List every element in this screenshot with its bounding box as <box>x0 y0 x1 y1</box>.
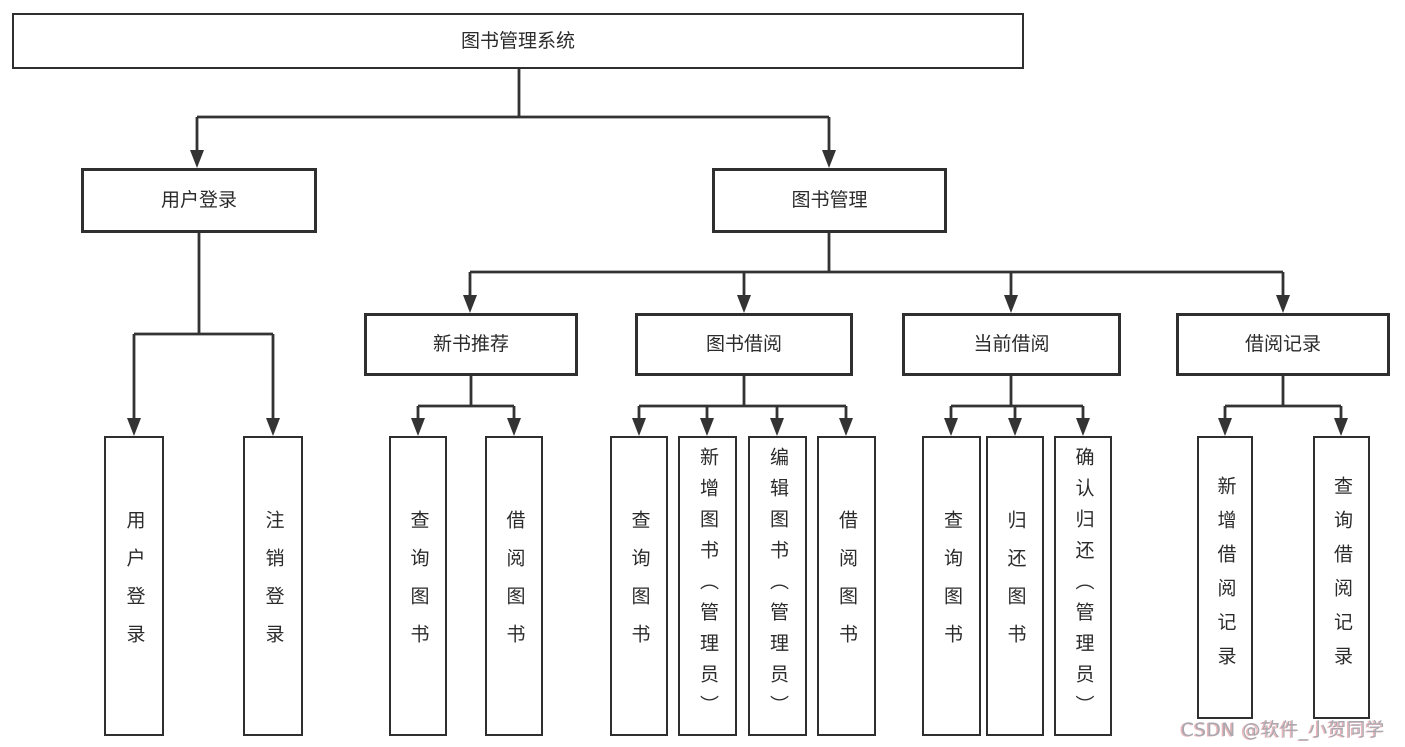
node-book-borrowing: 图书借阅 <box>635 313 853 376</box>
node-book-management-label: 图书管理 <box>791 189 868 211</box>
leaf-user-login-label: 用户登录 <box>123 510 146 662</box>
leaf-logout: 注销登录 <box>243 436 303 736</box>
node-borrowing-records: 借阅记录 <box>1176 313 1390 376</box>
leaf-edit-books-admin-label: 编辑图书（管理员） <box>767 446 789 726</box>
leaf-query-borrow-record: 查询借阅记录 <box>1313 436 1370 719</box>
node-current-borrowing-label: 当前借阅 <box>973 333 1050 355</box>
node-library-management-system: 图书管理系统 <box>12 13 1024 69</box>
node-new-book-recommend-label: 新书推荐 <box>432 333 509 355</box>
leaf-borrow-books: 借阅图书 <box>817 436 876 736</box>
leaf-add-borrow-record-label: 新增借阅记录 <box>1214 475 1237 680</box>
node-current-borrowing: 当前借阅 <box>902 313 1121 376</box>
leaf-borrow-query-books-label: 查询图书 <box>628 510 651 662</box>
leaf-borrow-books-label: 借阅图书 <box>836 510 858 662</box>
leaf-logout-label: 注销登录 <box>262 510 285 662</box>
leaf-borrow-query-books: 查询图书 <box>610 436 668 736</box>
connector-borrow-record-to-leaves <box>1218 376 1348 436</box>
leaf-add-borrow-record: 新增借阅记录 <box>1197 436 1253 719</box>
node-user-login: 用户登录 <box>81 168 317 233</box>
node-library-management-system-label: 图书管理系统 <box>460 29 575 52</box>
connector-new-book-rec-to-leaves <box>411 376 521 436</box>
leaf-recommend-query-books-label: 查询图书 <box>407 510 430 662</box>
leaf-confirm-return-admin: 确认归还（管理员） <box>1054 436 1112 736</box>
leaf-confirm-return-admin-label: 确认归还（管理员） <box>1072 446 1095 726</box>
leaf-current-query-books: 查询图书 <box>922 436 981 736</box>
leaf-user-login: 用户登录 <box>104 436 164 736</box>
leaf-add-books-admin-label: 新增图书（管理员） <box>697 446 719 726</box>
connector-book-borrow-to-leaves <box>632 376 853 436</box>
leaf-return-books-label: 归还图书 <box>1004 510 1027 662</box>
connector-current-borrow-to-leaves <box>944 376 1090 436</box>
node-user-login-label: 用户登录 <box>160 189 237 211</box>
leaf-query-borrow-record-label: 查询借阅记录 <box>1331 475 1353 680</box>
node-book-management: 图书管理 <box>712 168 947 233</box>
connector-book-mgmt-to-level3 <box>463 233 1290 313</box>
leaf-recommend-query-books: 查询图书 <box>389 436 447 736</box>
leaf-add-books-admin: 新增图书（管理员） <box>678 436 737 736</box>
leaf-current-query-books-label: 查询图书 <box>941 510 963 662</box>
leaf-recommend-borrow-books-label: 借阅图书 <box>503 510 526 662</box>
node-book-borrowing-label: 图书借阅 <box>705 333 782 355</box>
connector-user-login-to-leaves <box>127 232 280 436</box>
csdn-watermark: CSDN @软件_小贺同学 <box>1181 720 1385 741</box>
leaf-return-books: 归还图书 <box>986 436 1044 736</box>
node-borrowing-records-label: 借阅记录 <box>1244 333 1321 355</box>
leaf-edit-books-admin: 编辑图书（管理员） <box>748 436 807 736</box>
connector-root-to-level2 <box>190 69 836 168</box>
leaf-recommend-borrow-books: 借阅图书 <box>485 436 543 736</box>
node-new-book-recommend: 新书推荐 <box>364 313 578 376</box>
